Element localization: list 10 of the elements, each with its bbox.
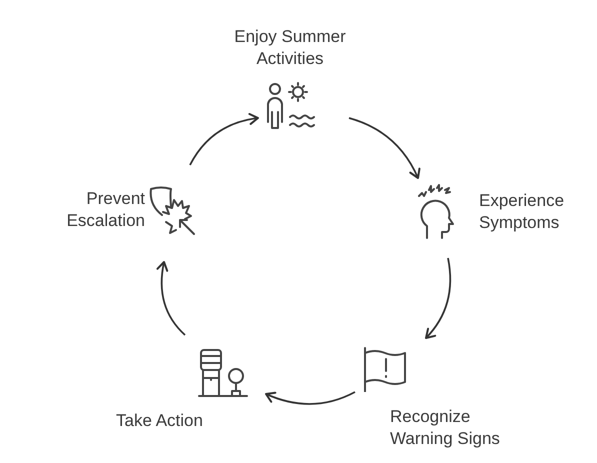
step-label: Prevent Escalation xyxy=(66,188,145,232)
step-label: Enjoy Summer Activities xyxy=(234,26,346,70)
curved-arrow xyxy=(425,258,452,339)
step-label: Recognize Warning Signs xyxy=(390,406,500,450)
step-label: Experience Symptoms xyxy=(479,190,566,234)
step-label: Take Action xyxy=(116,410,204,432)
curved-arrow xyxy=(348,117,420,179)
curved-arrow xyxy=(156,261,186,336)
curved-arrow xyxy=(189,113,259,166)
curved-arrow xyxy=(265,391,356,405)
